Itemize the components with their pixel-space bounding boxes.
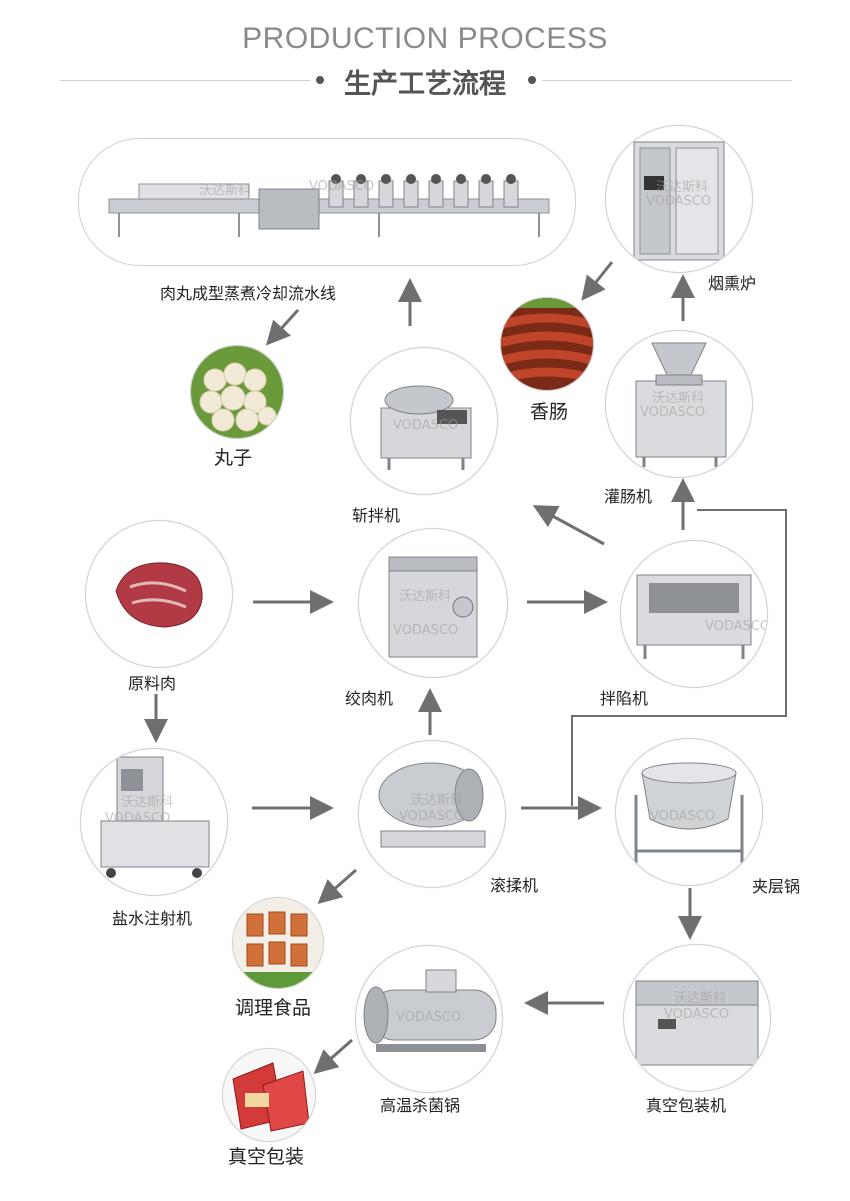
label-prepared-food: 调理食品 xyxy=(235,997,312,1019)
arrow xyxy=(265,308,300,346)
label-jacketed-kettle: 夹层锅 xyxy=(752,877,801,896)
watermark: VODASCO xyxy=(393,418,459,433)
raw-meat-image xyxy=(85,520,233,668)
label-vacuum-packer: 真空包装机 xyxy=(646,1096,727,1115)
sterilizer-image: VODASCO xyxy=(355,945,503,1093)
arrow xyxy=(317,868,357,904)
arrow xyxy=(532,505,605,546)
watermark: 沃达斯科 xyxy=(674,991,727,1006)
vacuum-packer-image: 沃达斯科 VODASCO xyxy=(623,944,771,1092)
page-title: PRODUCTION PROCESS xyxy=(242,22,608,55)
label-mixer: 拌陷机 xyxy=(600,689,649,708)
arrow xyxy=(313,1038,353,1074)
meatball-line-image: 沃达斯科 VODASCO xyxy=(78,138,576,266)
watermark: VODASCO xyxy=(393,623,459,638)
injector-image: 沃达斯科 VODASCO xyxy=(80,748,228,896)
watermark: 沃达斯科 xyxy=(199,183,252,198)
watermark: VODASCO xyxy=(399,809,465,824)
page-subtitle: 生产工艺流程 xyxy=(344,69,506,100)
sausage-image xyxy=(500,297,594,391)
watermark: 沃达斯科 xyxy=(656,180,709,195)
watermark: 沃达斯科 xyxy=(411,793,464,808)
stuffer-image: 沃达斯科 VODASCO xyxy=(605,330,753,478)
grinder-image: 沃达斯科 VODASCO xyxy=(358,528,508,678)
watermark: VODASCO xyxy=(309,179,375,194)
watermark: 沃达斯科 xyxy=(652,391,705,406)
smoke-oven-image: 沃达斯科 VODASCO xyxy=(605,125,753,273)
label-smoke-oven: 烟熏炉 xyxy=(708,274,757,293)
label-meatballs: 丸子 xyxy=(214,447,253,469)
vacuum-pack-image xyxy=(222,1048,316,1142)
arrow xyxy=(581,261,614,301)
label-injector: 盐水注射机 xyxy=(112,909,193,928)
label-vacuum-pack: 真空包装 xyxy=(228,1146,305,1168)
label-bowl-cutter: 斩拌机 xyxy=(352,506,401,525)
watermark: VODASCO xyxy=(396,1010,462,1025)
watermark: VODASCO xyxy=(640,405,706,420)
meatballs-image xyxy=(190,345,284,439)
label-raw-meat: 原料肉 xyxy=(128,674,177,693)
watermark: VODASCO xyxy=(664,1007,730,1022)
watermark: 沃达斯科 xyxy=(121,795,174,810)
header-divider-left xyxy=(60,80,310,81)
label-sausage: 香肠 xyxy=(530,401,569,423)
watermark: VODASCO xyxy=(705,619,768,634)
watermark: VODASCO xyxy=(650,809,716,824)
tumbler-image: 沃达斯科 VODASCO xyxy=(358,740,506,888)
watermark: VODASCO xyxy=(105,811,171,826)
bowl-cutter-image: VODASCO xyxy=(350,347,498,495)
label-grinder: 绞肉机 xyxy=(345,689,394,708)
label-tumbler: 滚揉机 xyxy=(490,876,539,895)
label-sterilizer: 高温杀菌锅 xyxy=(380,1096,461,1115)
header-divider-right xyxy=(542,80,792,81)
mixer-image: VODASCO xyxy=(620,540,768,688)
jacketed-kettle-image: VODASCO xyxy=(615,738,763,886)
label-meatball-line: 肉丸成型蒸煮冷却流水线 xyxy=(160,284,337,303)
watermark: 沃达斯科 xyxy=(399,589,452,604)
label-stuffer: 灌肠机 xyxy=(604,487,653,506)
header-dot-right xyxy=(528,76,536,84)
watermark: VODASCO xyxy=(646,194,712,209)
meatball-line-drawing xyxy=(108,174,550,237)
connector-line xyxy=(571,509,787,806)
header-dot-left xyxy=(316,76,324,84)
